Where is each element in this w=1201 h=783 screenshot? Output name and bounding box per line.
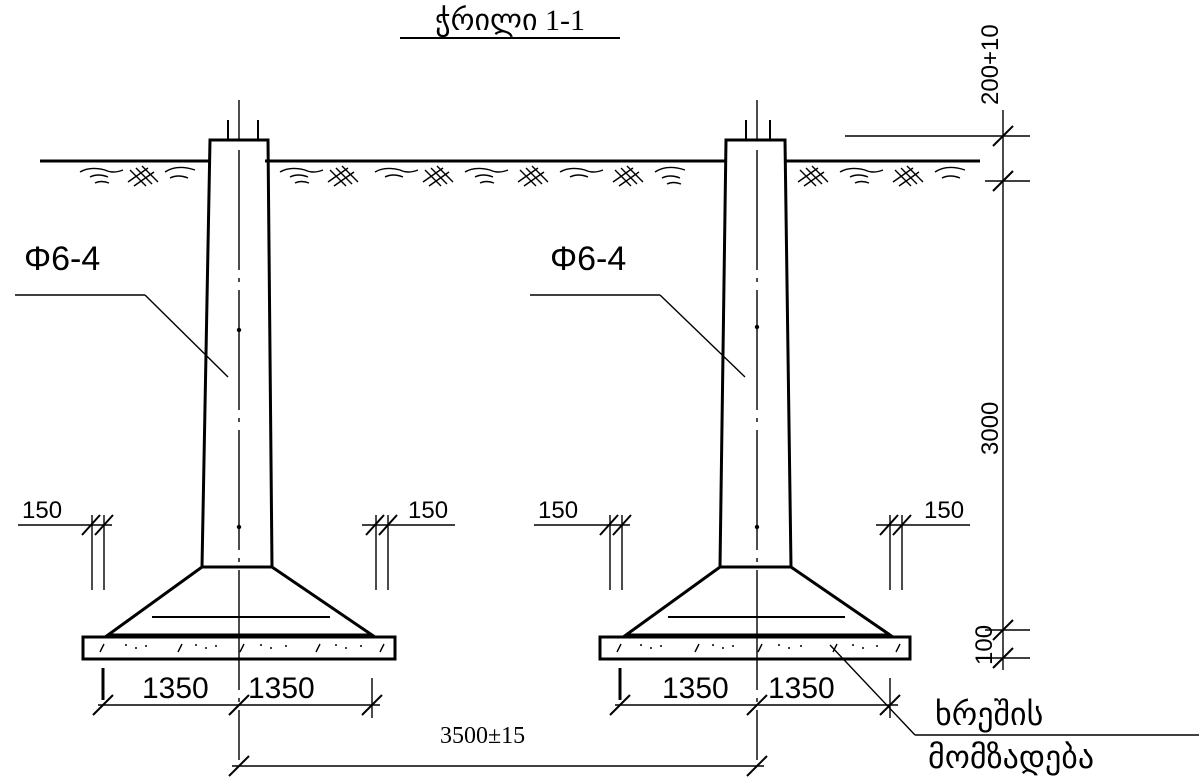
rebar-callout-right: Φ6-4 xyxy=(530,240,746,378)
vertical-dimensions xyxy=(845,110,1030,670)
rebar-label-left: Φ6-4 xyxy=(24,240,100,278)
dim-height-label: 3000 xyxy=(977,402,1004,455)
offset-dim-4: 150 xyxy=(876,497,970,590)
note-line-2: მომზადება xyxy=(928,739,1094,776)
soil-hatching xyxy=(79,165,966,187)
section-title: ჭრილი 1-1 xyxy=(435,4,585,38)
foundation-right xyxy=(598,100,912,760)
dim-top-label: 200+10 xyxy=(977,24,1004,105)
offset-label-1: 150 xyxy=(22,497,62,524)
offset-dim-2: 150 xyxy=(362,497,455,590)
offset-label-4: 150 xyxy=(924,497,964,524)
spacing-dimension: 3500±15 xyxy=(228,723,768,777)
offset-dim-1: 150 xyxy=(18,497,114,590)
offset-dim-3: 150 xyxy=(534,497,632,590)
note-line-1: ხრეშის xyxy=(935,696,1043,733)
rebar-label-right: Φ6-4 xyxy=(550,240,626,278)
foundation-left xyxy=(81,100,397,760)
half-width-dims-right: 1350 1350 xyxy=(609,668,901,718)
spacing-label: 3500±15 xyxy=(440,723,525,749)
dim-bottom-label: 100 xyxy=(971,625,998,665)
half-width-label-1: 1350 xyxy=(142,672,209,705)
gravel-note: ხრეშის მომზადება xyxy=(829,644,1199,776)
half-width-dims-left: 1350 1350 xyxy=(92,668,383,718)
half-width-label-4: 1350 xyxy=(768,672,835,705)
rebar-callout-left: Φ6-4 xyxy=(15,240,229,378)
half-width-label-2: 1350 xyxy=(248,672,315,705)
offset-label-2: 150 xyxy=(408,497,448,524)
half-width-label-3: 1350 xyxy=(662,672,729,705)
offset-label-3: 150 xyxy=(538,497,578,524)
